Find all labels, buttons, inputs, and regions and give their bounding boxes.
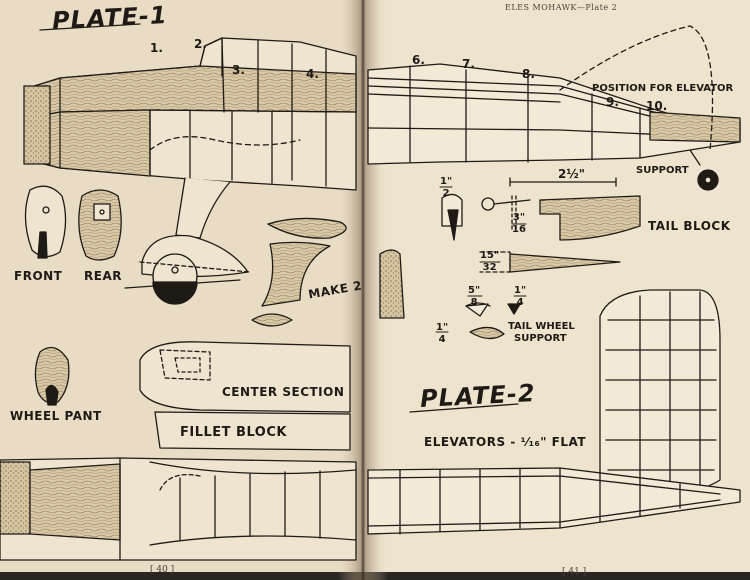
- fuselage-bottom-left: [0, 457, 357, 561]
- wheel-pant-rear-view: [78, 189, 122, 261]
- wheel-pant-front-view: [24, 185, 67, 259]
- dim-fifteen-thirtyseconds: 15" 32: [480, 250, 500, 273]
- part-number-10: 10.: [646, 99, 668, 113]
- fuselage-side-view-left: [23, 37, 357, 305]
- label-wheel-pant: WHEEL PANT: [10, 409, 102, 423]
- dim-quarter-inch-a: 1" 4: [514, 285, 527, 308]
- page-number-left: [ 40 ]: [150, 565, 175, 575]
- part-number-6: 6.: [412, 53, 425, 67]
- part-number-8: 8.: [522, 67, 535, 81]
- tail-wheel-support-parts: [379, 177, 641, 340]
- part-number-2: 2.: [194, 37, 207, 51]
- part-number-4: 4.: [306, 67, 319, 81]
- label-fillet-block: FILLET BLOCK: [180, 425, 287, 440]
- dim-quarter-inch-b: 1" 4: [436, 322, 449, 345]
- label-tail-block: TAIL BLOCK: [648, 219, 731, 233]
- label-tail-wheel-support: SUPPORT: [514, 333, 567, 344]
- label-elevators: ELEVATORS - ¹⁄₁₆" FLAT: [424, 435, 587, 449]
- dim-two-and-half-inch: 2½": [558, 167, 586, 181]
- page-number-right: [ 41 ]: [562, 567, 587, 577]
- running-head: ELES MOHAWK—Plate 2: [505, 3, 618, 12]
- label-support: SUPPORT: [636, 165, 689, 176]
- label-rear: REAR: [84, 269, 122, 283]
- part-number-9: 9.: [606, 95, 619, 109]
- label-front: FRONT: [14, 269, 63, 283]
- label-position-for-elevator: POSITION FOR ELEVATOR: [592, 83, 734, 94]
- dim-half-inch: 1" 2: [440, 176, 453, 199]
- part-number-3: 3.: [232, 63, 245, 77]
- dim-three-sixteenths: 3" 16: [512, 212, 526, 235]
- plate1-underline: [39, 23, 141, 31]
- center-section-and-fillet: [139, 341, 351, 451]
- wheel-pant-drawing: [34, 346, 70, 406]
- fuselage-side-view-right: [367, 25, 741, 191]
- part-number-1: 1.: [150, 41, 163, 55]
- elevator-outline: [599, 289, 721, 494]
- dim-five-eighths: 5" 8: [468, 285, 481, 308]
- part-number-7: 7.: [462, 57, 475, 71]
- plate-1-title: PLATE-1: [51, 0, 169, 36]
- plate-2-title: PLATE-2: [419, 378, 537, 414]
- label-center-section: CENTER SECTION: [222, 385, 345, 399]
- label-tail-wheel: TAIL WHEEL: [508, 321, 575, 332]
- fuselage-bottom-right: [367, 467, 741, 535]
- make-2-fairing-parts: [251, 217, 347, 327]
